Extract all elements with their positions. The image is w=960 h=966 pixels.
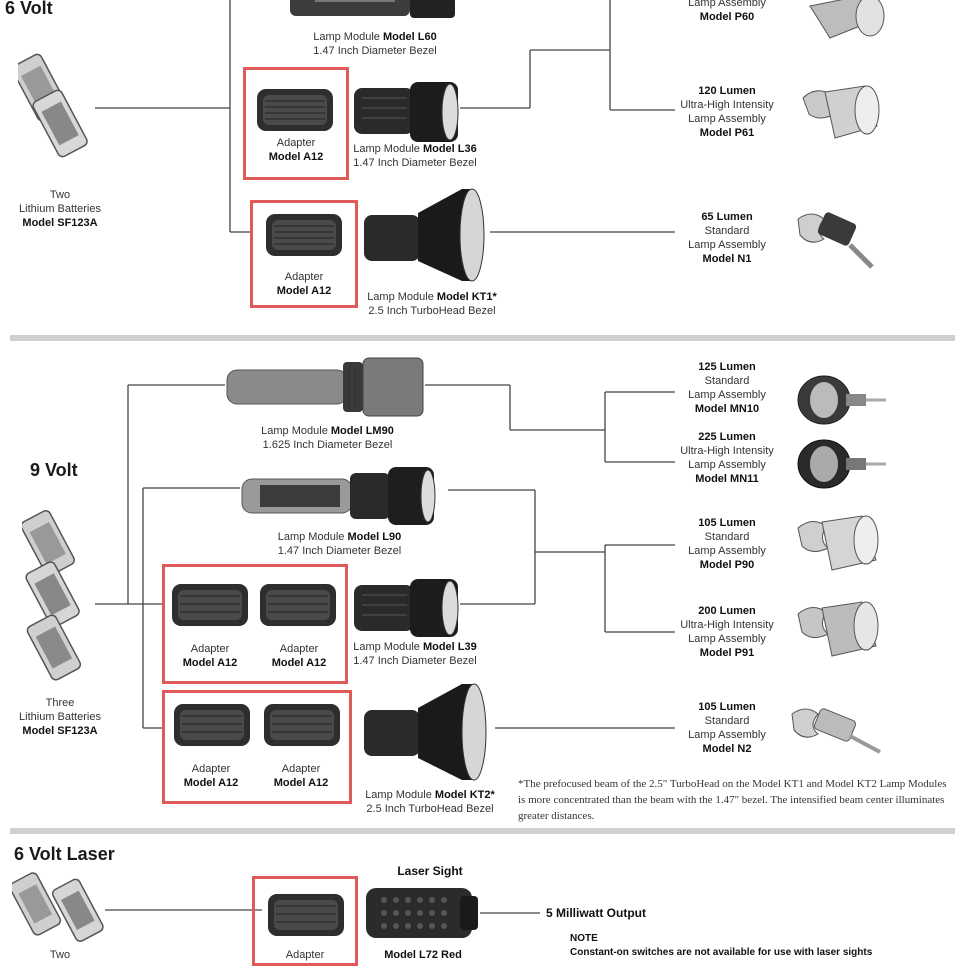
lamp-module-icon [290, 0, 455, 18]
lamp-assembly-icon [791, 708, 881, 754]
battery-label-laser: Two [49, 949, 71, 961]
lamp-module-l60-label: Lamp Module Model L60 1.47 Inch Diameter… [313, 31, 437, 57]
laser-note-text: Constant-on switches are not available f… [570, 947, 873, 958]
battery-icon [22, 510, 82, 681]
laser-output-label: 5 Milliwatt Output [546, 906, 646, 920]
battery-icon [18, 53, 88, 158]
adapter-icon [266, 214, 342, 256]
lamp-assembly-n2-label: 105 Lumen Standard Lamp Assembly Model N… [688, 701, 766, 755]
lamp-assembly-icon [802, 85, 880, 139]
adapter-label: Adapter Model A12 [271, 643, 327, 669]
lamp-assembly-mn10-label: 125 Lumen Standard Lamp Assembly Model M… [688, 361, 766, 415]
adapter-icon [268, 894, 344, 936]
lamp-module-l90-label: Lamp Module Model L90 1.47 Inch Diameter… [277, 531, 402, 557]
adapter-icon [172, 584, 248, 626]
adapter-label: Adapter Model A12 [268, 137, 324, 163]
adapter-label: Adapter Model A12 [273, 763, 329, 789]
lamp-assembly-icon [797, 439, 886, 489]
lamp-assembly-p91-label: 200 Lumen Ultra-High Intensity Lamp Asse… [680, 605, 774, 659]
lamp-assembly-icon [797, 515, 879, 571]
lamp-assembly-icon [809, 0, 885, 39]
section-divider [10, 335, 955, 341]
adapter-icon [260, 584, 336, 626]
section-divider [10, 828, 955, 834]
lamp-module-kt2-label: Lamp Module Model KT2* 2.5 Inch TurboHea… [365, 789, 495, 815]
lamp-module-l39-label: Lamp Module Model L39 1.47 Inch Diameter… [353, 641, 477, 667]
lamp-assembly-icon [797, 601, 879, 657]
laser-note-title: NOTE [570, 933, 598, 944]
beam-footnote: *The prefocused beam of the 2.5" TurboHe… [518, 778, 947, 822]
adapter-highlight [243, 67, 349, 180]
adapter-label: Adapter [285, 949, 325, 961]
laser-sight-title: Laser Sight [397, 864, 463, 878]
adapter-highlight [250, 200, 358, 308]
lamp-assembly-p60-label: Lamp Assembly Model P60 [688, 0, 766, 23]
lamp-assembly-icon [797, 212, 874, 269]
adapter-highlight [162, 690, 352, 804]
lamp-assembly-p90-label: 105 Lumen Standard Lamp Assembly Model P… [688, 517, 766, 571]
adapter-highlight [162, 564, 348, 684]
lamp-module-l36-label: Lamp Module Model L36 1.47 Inch Diameter… [353, 143, 477, 169]
laser-sight-icon [366, 888, 478, 938]
battery-label-9v: Three Lithium Batteries Model SF123A [19, 697, 101, 737]
adapter-icon [257, 89, 333, 131]
lamp-module-kt1-label: Lamp Module Model KT1* 2.5 Inch TurboHea… [367, 291, 497, 317]
section-heading-6-volt-laser: 6 Volt Laser [14, 844, 115, 864]
section-heading-6-volt: 6 Volt [5, 0, 53, 18]
lamp-module-icon [354, 579, 459, 637]
lamp-module-lm90-label: Lamp Module Model LM90 1.625 Inch Diamet… [261, 425, 394, 451]
section-heading-9-volt: 9 Volt [30, 460, 78, 480]
lamp-module-icon [226, 357, 424, 417]
battery-icon [12, 872, 104, 942]
lamp-assembly-mn11-label: 225 Lumen Ultra-High Intensity Lamp Asse… [680, 431, 774, 485]
adapter-label: Adapter Model A12 [182, 643, 238, 669]
lamp-module-icon [364, 683, 487, 781]
lamp-assembly-p61-label: 120 Lumen Ultra-High Intensity Lamp Asse… [680, 85, 774, 139]
lamp-assembly-n1-label: 65 Lumen Standard Lamp Assembly Model N1 [688, 211, 766, 265]
lamp-assembly-icon [797, 375, 886, 425]
lamp-module-icon [364, 188, 485, 282]
adapter-label: Adapter Model A12 [183, 763, 239, 789]
lamp-module-icon [241, 467, 436, 525]
battery-label-6v: Two Lithium Batteries Model SF123A [19, 189, 101, 229]
lamp-module-icon [354, 82, 459, 142]
adapter-label: Adapter Model A12 [276, 271, 332, 297]
adapter-icon [264, 704, 340, 746]
adapter-icon [174, 704, 250, 746]
laser-model-label: Model L72 Red [384, 949, 462, 961]
